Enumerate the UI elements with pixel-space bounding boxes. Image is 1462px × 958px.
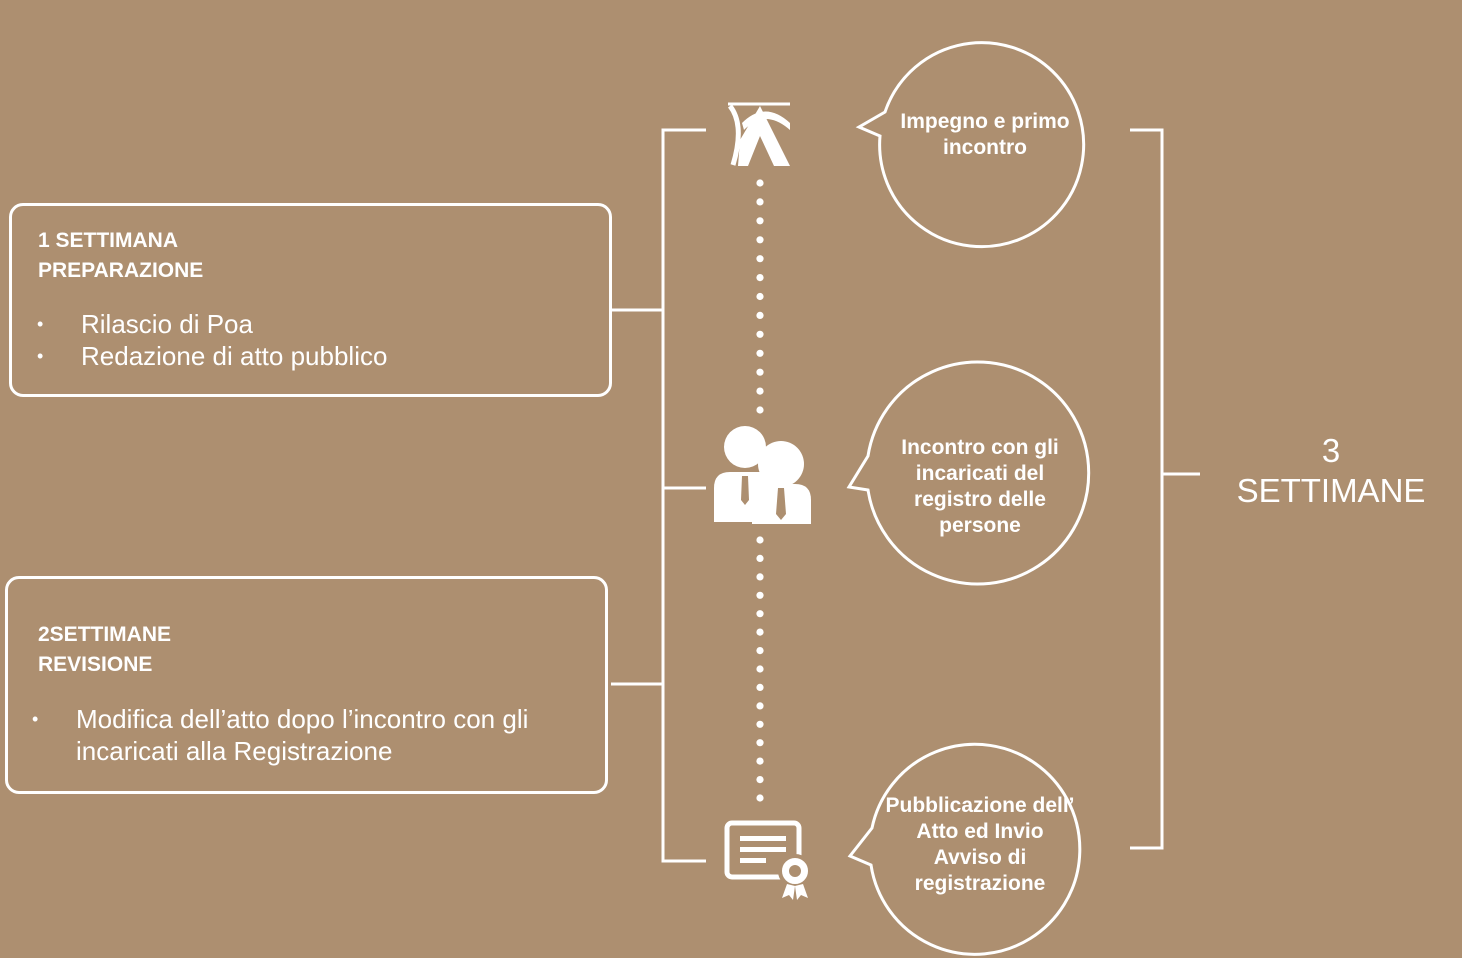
timeline-dot <box>756 554 764 563</box>
step-label-incontro: Incontro con gli incaricati del registro… <box>901 436 1059 537</box>
timeline-dot <box>756 739 764 747</box>
timeline-dot <box>756 255 764 263</box>
timeline-dot <box>756 573 764 581</box>
timeline-dot <box>756 683 764 692</box>
bubble-1 <box>855 41 1086 249</box>
timeline-dot <box>756 406 764 414</box>
phase-title-preparazione: 1 SETTIMANA PREPARAZIONE <box>38 226 203 286</box>
timeline-dot <box>756 198 764 206</box>
timeline-dot <box>756 387 764 395</box>
phase-name: REVISIONE <box>38 653 153 676</box>
phase-name: PREPARAZIONE <box>38 259 204 282</box>
phase-title-revisione: 2SETTIMANE REVISIONE <box>38 620 171 680</box>
bubble-3 <box>847 742 1082 956</box>
phase-duration: 1 SETTIMANA <box>38 229 179 252</box>
timeline-dot <box>756 776 764 784</box>
phase-items-preparazione: Rilascio di Poa Redazione di atto pubbli… <box>37 308 577 372</box>
total-number: 3 <box>1321 432 1341 469</box>
two-people-icon <box>714 426 811 524</box>
timeline-dot <box>756 647 764 655</box>
timeline-dot <box>756 330 764 338</box>
total-unit: SETTIMANE <box>1236 472 1426 509</box>
left-bracket <box>661 128 706 863</box>
timeline-dot <box>756 757 764 765</box>
right-bracket <box>1130 128 1164 850</box>
timeline-dot <box>756 292 764 301</box>
timeline-dot <box>756 628 764 636</box>
total-duration: 3 SETTIMANE <box>1200 431 1462 511</box>
timeline-dot <box>756 179 764 187</box>
phase-box-preparazione <box>9 203 612 397</box>
step-label-impegno: Impegno e primo incontro <box>900 110 1070 159</box>
dotted-timeline <box>756 179 764 802</box>
notary-logo-icon <box>727 102 790 166</box>
list-item: Modifica dell’atto dopo l’incontro con g… <box>32 703 592 767</box>
timeline-dot <box>756 311 764 319</box>
timeline-dot <box>756 217 764 225</box>
phase-box-revisione <box>5 576 608 794</box>
phase-items-revisione: Modifica dell’atto dopo l’incontro con g… <box>32 703 592 767</box>
timeline-dot <box>756 702 764 710</box>
timeline-dot <box>756 665 764 673</box>
timeline-dot <box>756 274 764 282</box>
certificate-icon <box>724 820 812 900</box>
timeline-dot <box>756 349 764 357</box>
phase-duration: 2SETTIMANE <box>38 623 172 646</box>
timeline-dot <box>756 794 764 802</box>
timeline-dot <box>756 236 764 244</box>
timeline-dot <box>756 368 764 376</box>
step-label-pubblicazione: Pubblicazione dell’ Atto ed Invio Avviso… <box>885 794 1075 895</box>
timeline-dot <box>756 591 764 599</box>
timeline-dot <box>756 720 764 728</box>
bubble-2 <box>846 360 1091 586</box>
timeline-dot <box>756 536 764 544</box>
list-item: Rilascio di Poa <box>37 308 577 340</box>
list-item: Redazione di atto pubblico <box>37 340 577 372</box>
timeline-dot <box>756 610 764 618</box>
